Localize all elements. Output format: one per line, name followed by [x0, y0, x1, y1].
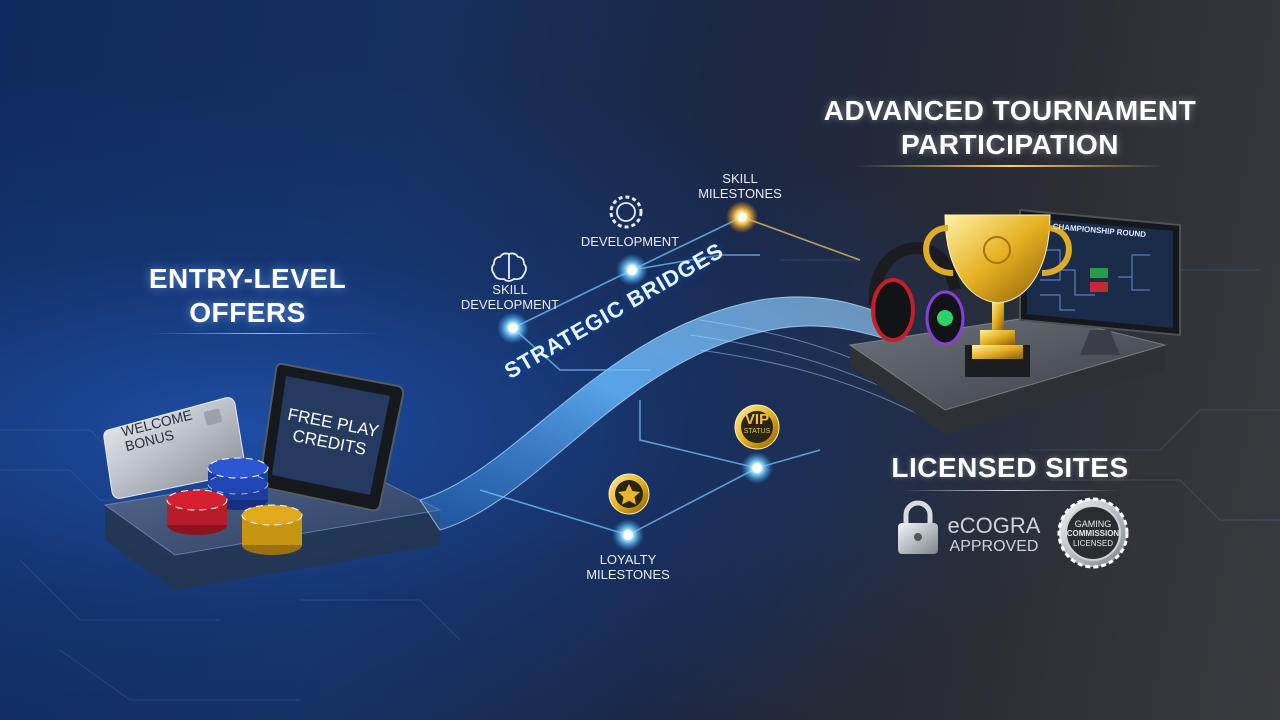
loyalty-line1: LOYALTY — [599, 552, 657, 567]
gaming-line1: GAMING — [1074, 519, 1112, 529]
gear-brain-icon — [609, 195, 643, 229]
entry-level-heading: ENTRY-LEVEL OFFERS — [120, 262, 375, 330]
entry-heading-line1: ENTRY-LEVEL — [148, 263, 347, 294]
milestone-network — [479, 216, 861, 536]
lock-icon — [898, 500, 938, 554]
gold-trophy — [923, 214, 1072, 377]
poker-chips — [166, 457, 303, 555]
entry-heading-line2: OFFERS — [189, 297, 306, 328]
advanced-heading-line2: PARTICIPATION — [900, 129, 1120, 160]
vip-line1: VIP — [744, 411, 770, 428]
gaming-commission-text: GAMING COMMISSION LICENSED — [1060, 519, 1126, 549]
skill-milestones-label: SKILL MILESTONES — [680, 171, 800, 201]
node-vip — [741, 452, 773, 484]
skill-dev-line1: SKILL — [492, 282, 528, 297]
gaming-commission-seal — [1057, 497, 1129, 569]
vip-line2: STATUS — [743, 428, 771, 435]
star-badge-icon — [608, 473, 650, 515]
vip-badge-icon — [734, 404, 780, 450]
node-development — [616, 254, 648, 286]
gold-chip-stack — [241, 504, 303, 555]
skill-dev-line2: DEVELOPMENT — [460, 297, 560, 312]
licensed-divider — [900, 490, 1120, 491]
loyalty-milestones-label: LOYALTY MILESTONES — [568, 552, 688, 582]
ecogra-badge: eCOGRA APPROVED — [944, 514, 1044, 556]
circuit-lines — [0, 259, 1280, 701]
skill-ms-line2: MILESTONES — [698, 186, 782, 201]
red-chip-stack — [166, 489, 228, 535]
advanced-tournament-heading: ADVANCED TOURNAMENT PARTICIPATION — [790, 94, 1230, 162]
licensed-sites-heading: LICENSED SITES — [891, 452, 1129, 483]
tablet-device — [258, 362, 405, 512]
ecogra-line2: APPROVED — [949, 538, 1039, 555]
node-skill-development — [497, 312, 529, 344]
skill-ms-line1: SKILL — [722, 171, 758, 186]
entry-divider — [150, 333, 380, 334]
advanced-divider — [855, 165, 1165, 167]
vip-badge-text: VIP STATUS — [735, 412, 779, 436]
loyalty-line2: MILESTONES — [586, 567, 670, 582]
headset — [868, 242, 965, 346]
gaming-line2: COMMISSION — [1066, 529, 1120, 538]
development-label: DEVELOPMENT — [580, 234, 680, 249]
championship-monitor — [1019, 208, 1181, 355]
brain-icon — [491, 252, 527, 282]
ecogra-line1: eCOGRA — [947, 513, 1041, 538]
node-skill-milestones — [726, 201, 758, 233]
skill-development-label: SKILL DEVELOPMENT — [450, 282, 570, 312]
gaming-line3: LICENSED — [1072, 539, 1113, 548]
advanced-heading-line1: ADVANCED TOURNAMENT — [823, 95, 1197, 126]
node-loyalty-milestones — [612, 519, 644, 551]
